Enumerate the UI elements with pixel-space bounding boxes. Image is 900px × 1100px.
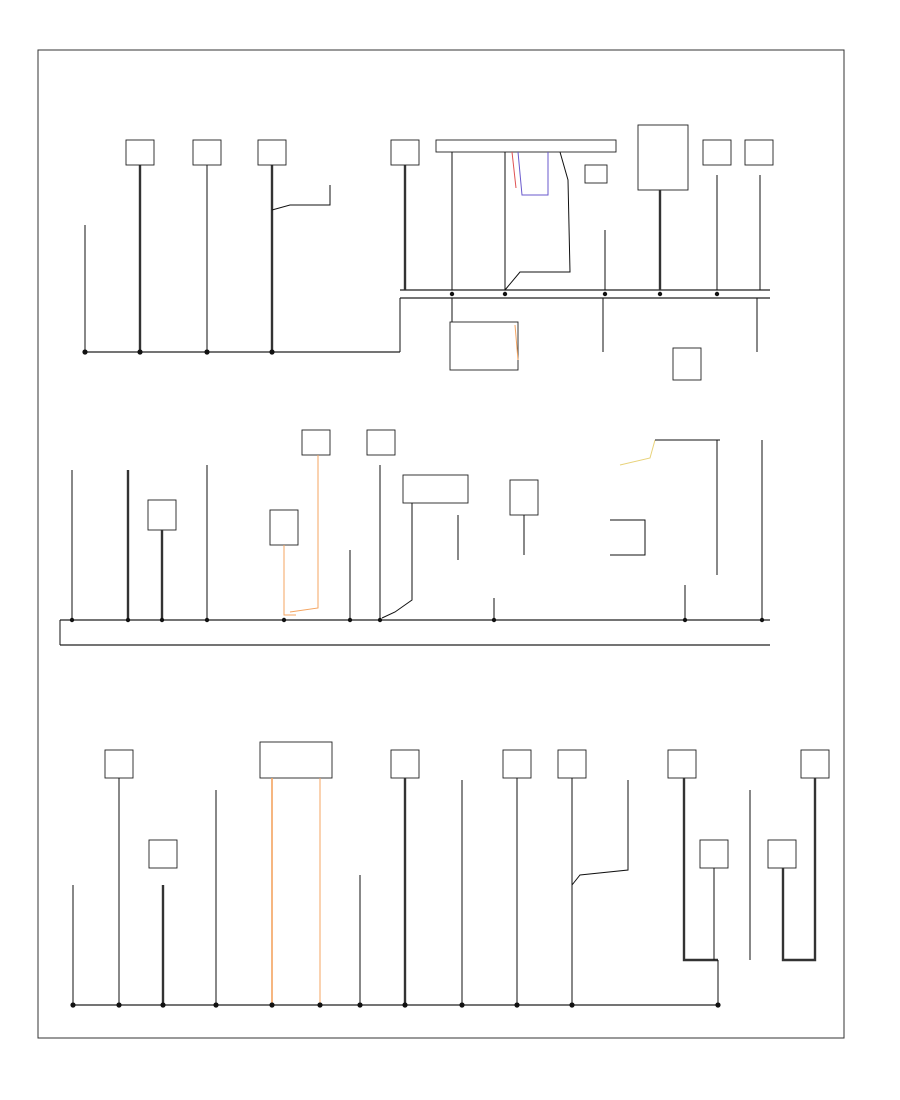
splice-node bbox=[116, 1002, 122, 1008]
component-box bbox=[502, 749, 532, 779]
splice-node bbox=[317, 1002, 323, 1008]
component-box bbox=[637, 124, 689, 191]
component-box bbox=[390, 139, 420, 166]
wire bbox=[682, 778, 718, 962]
splice-node bbox=[69, 617, 75, 623]
wire bbox=[619, 439, 656, 466]
wire bbox=[571, 778, 629, 887]
splice-node bbox=[514, 1002, 520, 1008]
wire bbox=[283, 545, 296, 616]
component-box bbox=[699, 839, 729, 869]
section-middle-ground-circuit bbox=[59, 429, 770, 646]
splice-node bbox=[502, 291, 508, 297]
splice-node bbox=[759, 617, 765, 623]
splice-node bbox=[715, 1002, 721, 1008]
splice-node bbox=[449, 291, 455, 297]
splice-node bbox=[459, 1002, 465, 1008]
wire bbox=[610, 519, 646, 556]
wire bbox=[511, 151, 517, 189]
component-box bbox=[269, 509, 299, 546]
splice-node bbox=[137, 349, 143, 355]
splice-node bbox=[82, 349, 88, 355]
splice-node bbox=[160, 1002, 166, 1008]
splice-node bbox=[347, 617, 353, 623]
splice-node bbox=[357, 1002, 363, 1008]
wire bbox=[289, 455, 319, 613]
splice-node bbox=[491, 617, 497, 623]
splice-node bbox=[269, 1002, 275, 1008]
component-box bbox=[390, 749, 420, 779]
splice-node bbox=[70, 1002, 76, 1008]
wire bbox=[514, 324, 519, 361]
component-box bbox=[301, 429, 331, 456]
wire bbox=[271, 185, 331, 211]
component-box bbox=[767, 839, 797, 869]
multiplex-control-box bbox=[435, 139, 617, 153]
wire bbox=[381, 503, 413, 619]
splice-node bbox=[682, 617, 688, 623]
component-box bbox=[147, 499, 177, 531]
wire bbox=[781, 778, 817, 962]
splice-node bbox=[125, 617, 131, 623]
diagram-frame bbox=[37, 49, 845, 1039]
component-box bbox=[402, 474, 469, 504]
component-box bbox=[744, 139, 774, 166]
component-box bbox=[257, 139, 287, 166]
splice-node bbox=[377, 617, 383, 623]
splice-node bbox=[714, 291, 720, 297]
splice-node bbox=[602, 291, 608, 297]
splice-node bbox=[159, 617, 165, 623]
splice-node bbox=[281, 617, 287, 623]
splice-node bbox=[269, 349, 275, 355]
component-box bbox=[557, 749, 587, 779]
component-box bbox=[259, 741, 333, 779]
component-box bbox=[667, 749, 697, 779]
component-box bbox=[672, 347, 702, 381]
component-box bbox=[104, 749, 134, 779]
component-box bbox=[449, 321, 519, 371]
component-box bbox=[509, 479, 539, 516]
wire bbox=[517, 151, 549, 196]
splice-node bbox=[657, 291, 663, 297]
wire bbox=[504, 151, 571, 291]
component-box bbox=[800, 749, 830, 779]
splice-node bbox=[402, 1002, 408, 1008]
splice-node bbox=[204, 617, 210, 623]
splice-node bbox=[569, 1002, 575, 1008]
component-box bbox=[192, 139, 222, 166]
component-box bbox=[366, 429, 396, 456]
section-top-ground-circuit bbox=[82, 124, 774, 381]
component-box bbox=[148, 839, 178, 869]
splice-node bbox=[213, 1002, 219, 1008]
splice-node bbox=[204, 349, 210, 355]
component-box bbox=[584, 164, 608, 184]
component-box bbox=[702, 139, 732, 166]
section-bottom-ground-circuit bbox=[70, 741, 830, 1008]
component-box bbox=[125, 139, 155, 166]
